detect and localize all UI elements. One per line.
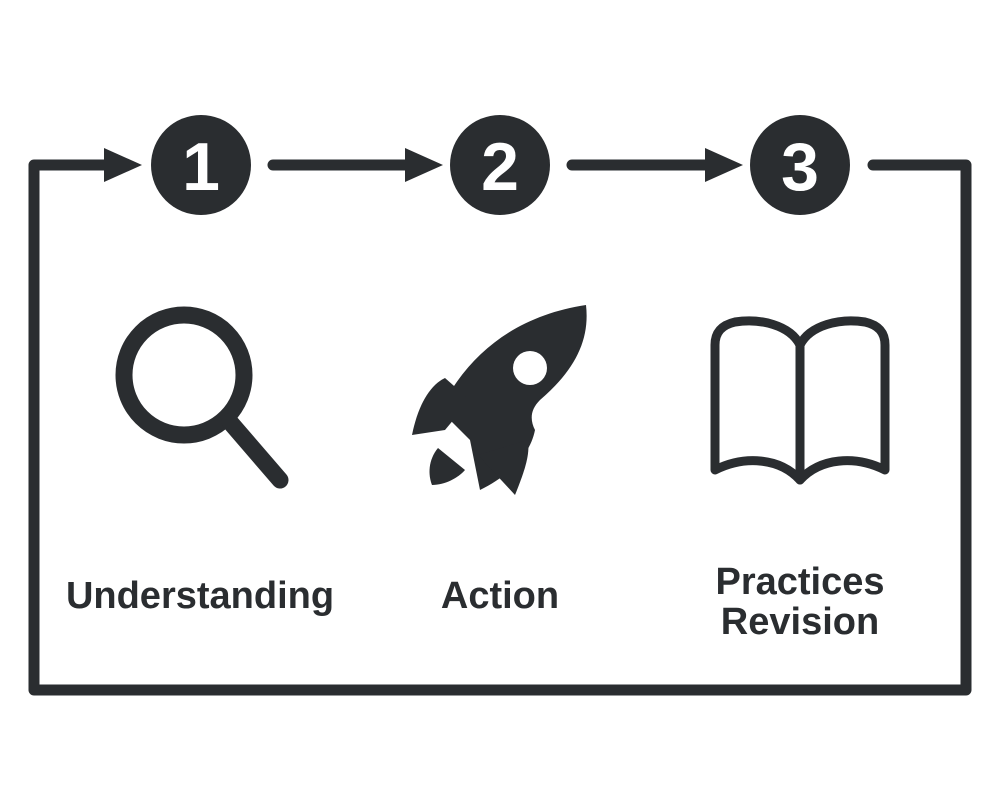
step-2-number: 2	[481, 129, 519, 205]
step-3-label-line1: Practices	[715, 561, 885, 603]
step-2-label: Action	[440, 575, 560, 617]
loop-connector	[28, 159, 972, 696]
step-2-circle	[450, 115, 550, 215]
step-3-number: 3	[781, 129, 819, 205]
magnifier-icon	[115, 306, 289, 489]
step-1-number: 1	[182, 129, 220, 205]
arrowhead-1	[104, 148, 142, 182]
step-1-circle	[151, 115, 251, 215]
arrowhead-3	[705, 148, 743, 182]
rocket-icon	[412, 305, 587, 495]
step-3-circle	[750, 115, 850, 215]
arrowhead-2	[405, 148, 443, 182]
step-1-label: Understanding	[65, 575, 335, 617]
book-icon	[710, 316, 890, 485]
step-3-label: Practices Revision	[680, 562, 920, 642]
step-3-label-line2: Revision	[720, 601, 880, 643]
